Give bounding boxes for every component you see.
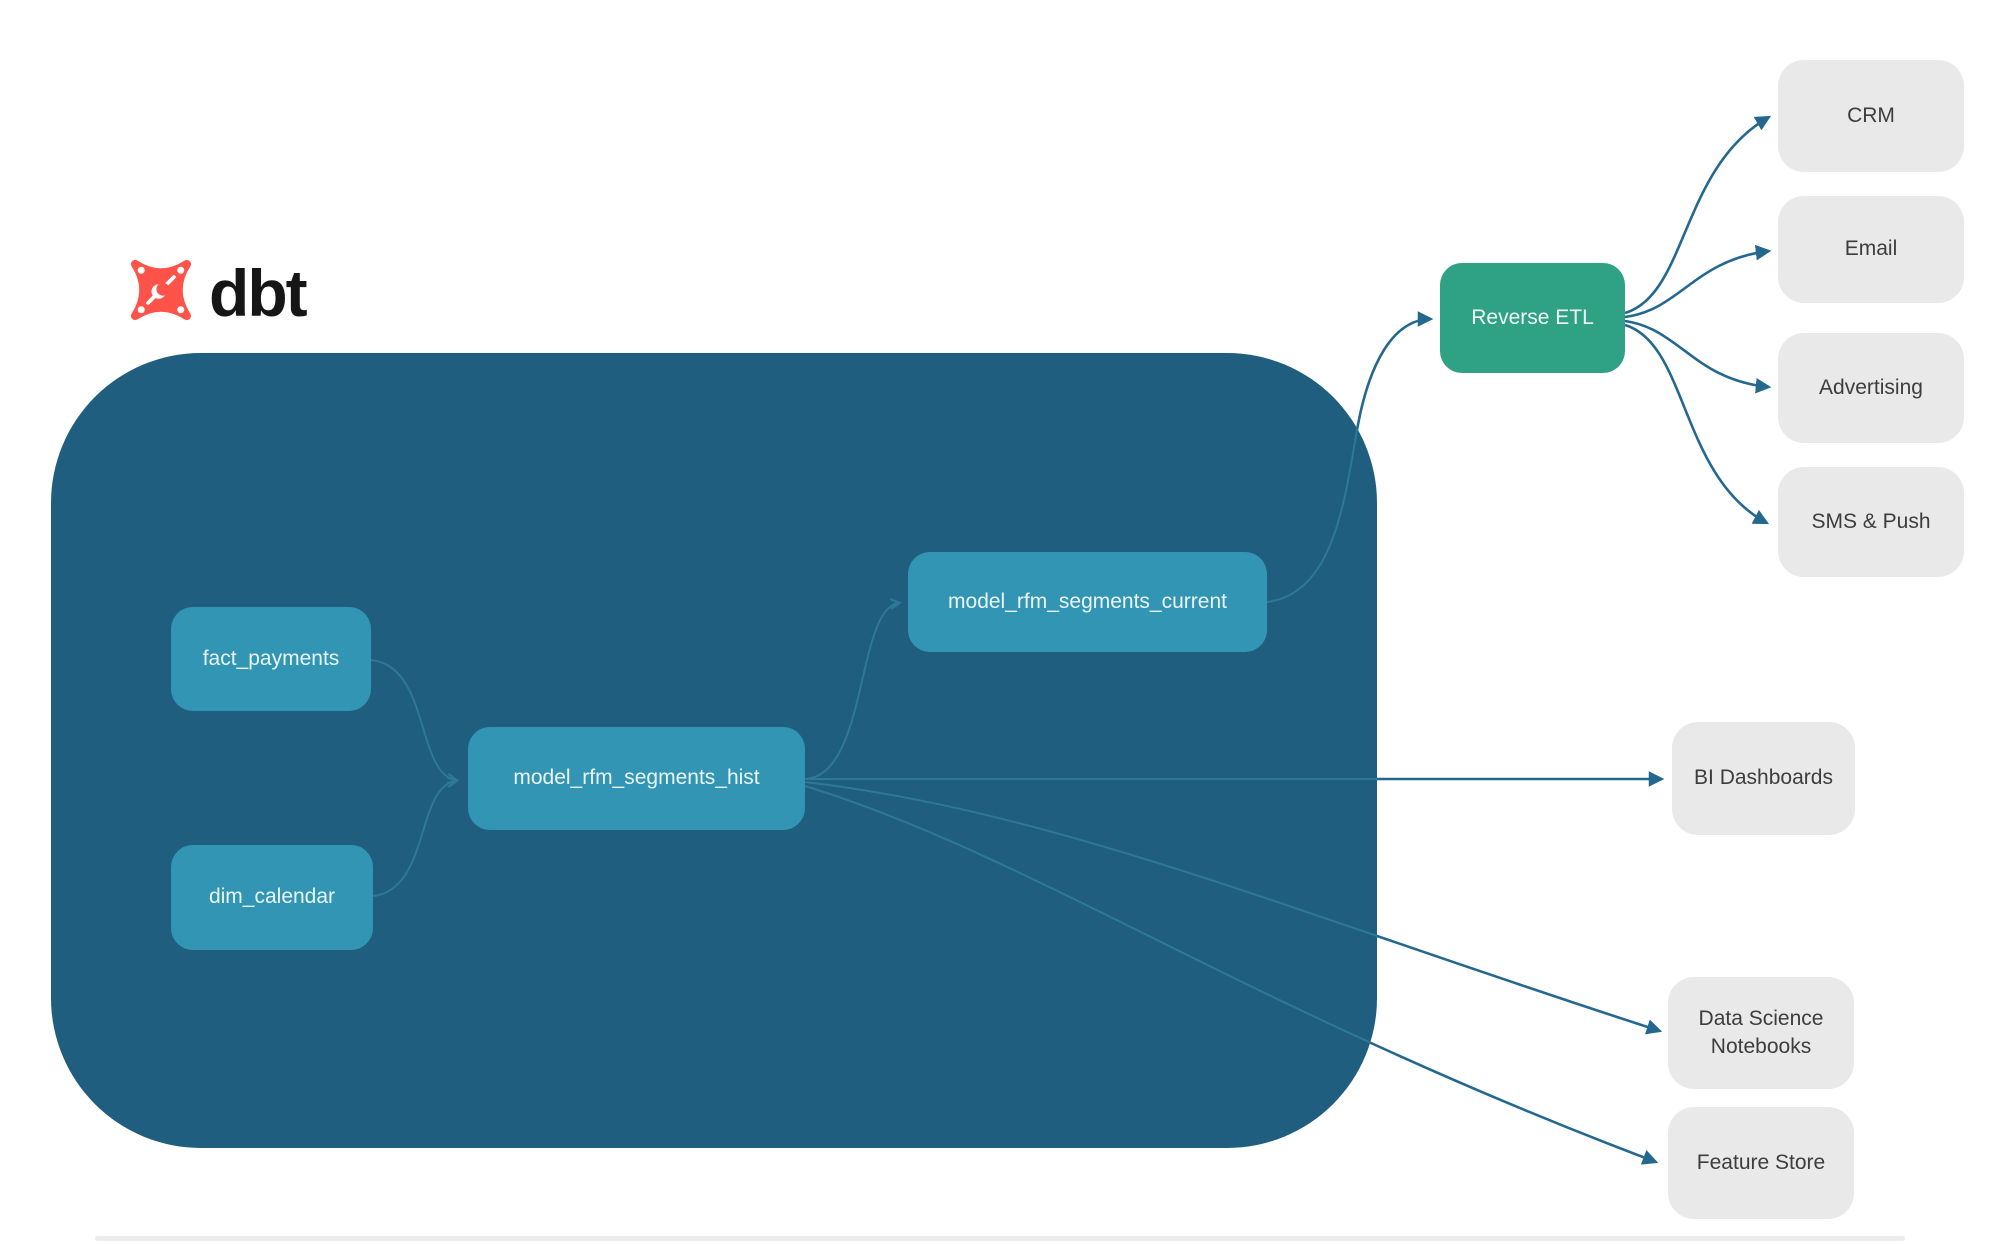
dbt-logo: dbt	[123, 252, 308, 330]
edge-reverse-etl-to-email	[1624, 244, 1772, 319]
node-fact-payments-label: fact_payments	[202, 646, 340, 670]
node-reverse-etl-label: Reverse ETL	[1471, 305, 1594, 329]
node-feature-store-label: Feature Store	[1696, 1150, 1826, 1174]
node-sms-push: SMS & Push	[1778, 467, 1964, 577]
dbt-wordmark: dbt	[209, 256, 308, 330]
node-crm: CRM	[1778, 60, 1964, 172]
node-data-science-notebooks-label: Data Science Notebooks	[1698, 1006, 1824, 1058]
node-bi-dashboards-label: BI Dashboards	[1694, 766, 1833, 790]
node-data-science-notebooks: Data Science Notebooks	[1668, 977, 1854, 1089]
node-model-rfm-segments-hist-label: model_rfm_segments_hist	[513, 766, 760, 790]
node-reverse-etl: Reverse ETL	[1440, 263, 1625, 373]
node-crm-label: CRM	[1847, 103, 1895, 127]
node-email: Email	[1778, 196, 1964, 303]
node-advertising: Advertising	[1778, 333, 1964, 443]
node-model-rfm-segments-current: model_rfm_segments_current	[908, 552, 1267, 652]
node-feature-store: Feature Store	[1668, 1107, 1854, 1219]
node-model-rfm-segments-current-label: model_rfm_segments_current	[948, 589, 1227, 613]
edge-reverse-etl-to-advertising	[1624, 319, 1772, 394]
edge-reverse-etl-to-crm	[1624, 115, 1772, 315]
node-fact-payments: fact_payments	[171, 607, 371, 711]
edge-reverse-etl-to-sms-push	[1624, 323, 1770, 525]
node-dim-calendar: dim_calendar	[171, 845, 373, 950]
node-model-rfm-segments-hist: model_rfm_segments_hist	[468, 727, 805, 830]
node-dim-calendar-label: dim_calendar	[208, 885, 336, 909]
node-advertising-label: Advertising	[1819, 375, 1923, 399]
bottom-divider	[95, 1236, 1905, 1241]
node-email-label: Email	[1844, 237, 1898, 261]
node-sms-push-label: SMS & Push	[1811, 509, 1931, 533]
dbt-logo-icon	[130, 259, 192, 321]
node-bi-dashboards: BI Dashboards	[1672, 722, 1855, 835]
